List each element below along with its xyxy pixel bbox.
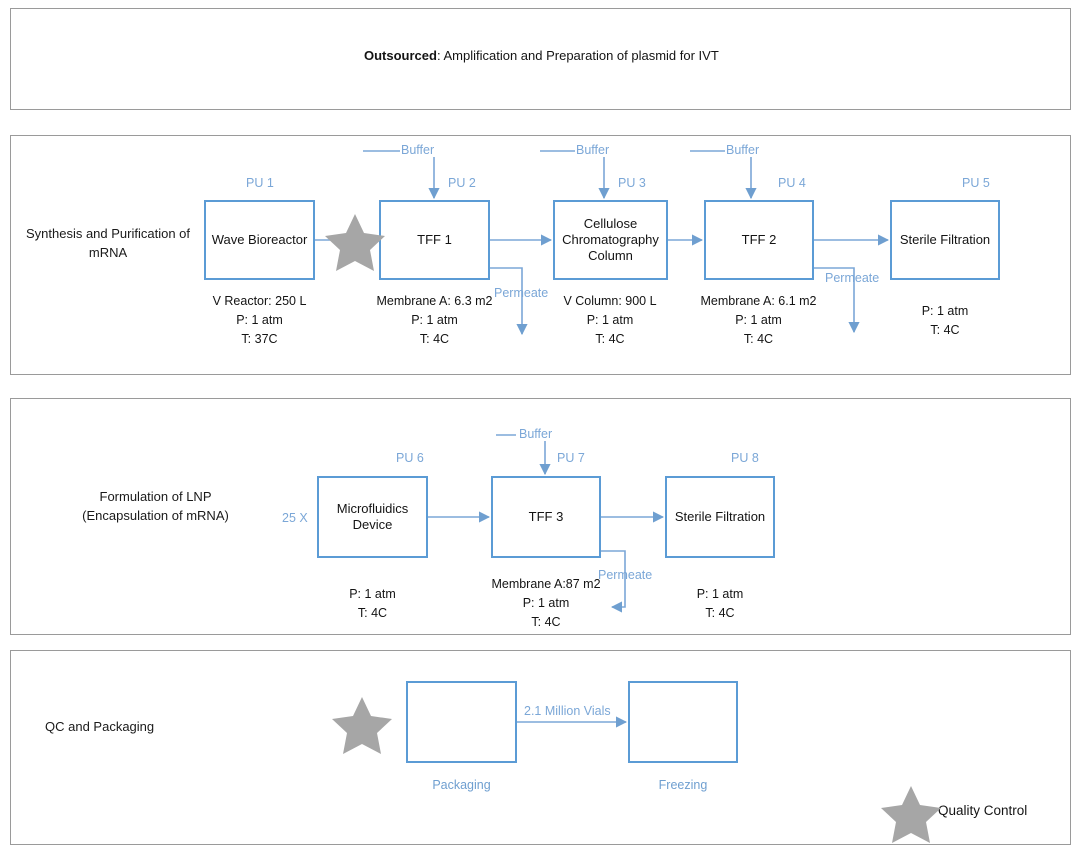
section-label-qc-packaging: QC and Packaging xyxy=(45,718,245,737)
outsourced-banner-text: Outsourced: Amplification and Preparatio… xyxy=(364,48,719,63)
pu-specs-1: V Reactor: 250 L P: 1 atm T: 37C xyxy=(204,292,315,348)
pu-specs-4-line2: P: 1 atm xyxy=(735,312,782,327)
pu-specs-2-line1: Membrane A: 6.3 m2 xyxy=(376,294,493,308)
section-label-synthesis: Synthesis and Purification of mRNA xyxy=(18,225,198,263)
permeate-label-2: Permeate xyxy=(825,271,880,285)
outsourced-label: Outsourced xyxy=(364,48,437,63)
pu-specs-7-line3: T: 4C xyxy=(531,614,561,629)
pu-box-tff-1-label: TFF 1 xyxy=(417,231,452,247)
pu-specs-4-line3: T: 4C xyxy=(743,331,774,346)
permeate-label-1: Permeate xyxy=(494,286,549,300)
pu-box-packaging[interactable] xyxy=(406,681,517,763)
pu-specs-2-line3: T: 4C xyxy=(419,331,450,346)
pu-specs-3-line3: T: 4C xyxy=(595,331,625,346)
section-label-formulation-line1: Formulation of LNP xyxy=(99,489,212,504)
pu-tag-4: PU 4 xyxy=(778,176,806,190)
pu-box-freezing[interactable] xyxy=(628,681,738,763)
pu-tag-5: PU 5 xyxy=(962,176,990,190)
pu-box-microfluidics-device[interactable]: Microfluidics Device xyxy=(317,476,428,558)
pu-tag-1: PU 1 xyxy=(246,176,274,190)
outsourced-description: : Amplification and Preparation of plasm… xyxy=(436,48,719,63)
pu-specs-3-line2: P: 1 atm xyxy=(586,312,634,327)
pu-specs-8-line1: P: 1 atm xyxy=(696,587,744,601)
pu-box-microfluidics-line2: Device xyxy=(352,517,393,532)
section-label-formulation: Formulation of LNP (Encapsulation of mRN… xyxy=(48,488,263,526)
pu-box-sterile-filtration-1-label: Sterile Filtration xyxy=(899,231,991,247)
pu-tag-7: PU 7 xyxy=(557,451,585,465)
box-caption-packaging: Packaging xyxy=(432,778,491,792)
pu-box-tff-3[interactable]: TFF 3 xyxy=(491,476,601,558)
permeate-label-3: Permeate xyxy=(598,568,653,582)
pu-box-cellulose-line1: Cellulose xyxy=(583,215,638,231)
pu-specs-7-line1: Membrane A:87 m2 xyxy=(491,577,601,591)
pu-specs-2: Membrane A: 6.3 m2 P: 1 atm T: 4C xyxy=(368,292,501,348)
pu-specs-7-line2: P: 1 atm xyxy=(522,595,570,610)
pu-specs-3: V Column: 900 L P: 1 atm T: 4C xyxy=(550,292,670,348)
panel-qc-packaging xyxy=(10,650,1071,845)
pu-specs-3-line1: V Column: 900 L xyxy=(563,294,657,308)
pu-specs-1-line2: P: 1 atm xyxy=(236,312,283,327)
section-label-qc-packaging-line1: QC and Packaging xyxy=(45,719,155,734)
pu-tag-3: PU 3 xyxy=(618,176,646,190)
stream-label-vials: 2.1 Million Vials xyxy=(524,704,611,718)
buffer-label-4: Buffer xyxy=(519,427,553,441)
section-label-synthesis-line2: mRNA xyxy=(88,244,128,260)
pu-specs-5-line2: T: 4C xyxy=(930,322,960,337)
pu-specs-4: Membrane A: 6.1 m2 P: 1 atm T: 4C xyxy=(692,292,825,348)
buffer-label-3: Buffer xyxy=(726,143,760,157)
pu-tag-8: PU 8 xyxy=(731,451,759,465)
pu-box-microfluidics-line1: Microfluidics xyxy=(336,500,409,516)
pu-box-sterile-filtration-2[interactable]: Sterile Filtration xyxy=(665,476,775,558)
pu-box-tff-2[interactable]: TFF 2 xyxy=(704,200,814,280)
pu-specs-8: P: 1 atm T: 4C xyxy=(665,585,775,623)
pu-box-sterile-filtration-1[interactable]: Sterile Filtration xyxy=(890,200,1000,280)
buffer-label-2: Buffer xyxy=(576,143,610,157)
batch-multiplier-label: 25 X xyxy=(282,511,308,525)
legend-quality-control-label: Quality Control xyxy=(938,803,1028,818)
pu-specs-4-line1: Membrane A: 6.1 m2 xyxy=(700,294,817,308)
pu-tag-6: PU 6 xyxy=(396,451,424,465)
pu-specs-5-line1: P: 1 atm xyxy=(921,304,969,318)
pu-specs-2-line2: P: 1 atm xyxy=(411,312,458,327)
pu-box-sterile-filtration-2-label: Sterile Filtration xyxy=(674,508,766,524)
pu-tag-2: PU 2 xyxy=(448,176,476,190)
pu-box-tff-3-label: TFF 3 xyxy=(528,508,564,524)
pu-specs-1-line3: T: 37C xyxy=(241,331,278,346)
pu-box-wave-bioreactor[interactable]: Wave Bioreactor xyxy=(204,200,315,280)
pu-box-cellulose-chromatography-column[interactable]: Cellulose Chromatography Column xyxy=(553,200,668,280)
pu-box-cellulose-line3: Column xyxy=(588,248,633,264)
section-label-synthesis-line1: Synthesis and Purification of xyxy=(25,226,191,241)
pu-specs-6: P: 1 atm T: 4C xyxy=(317,585,428,623)
pu-specs-1-line1: V Reactor: 250 L xyxy=(212,294,307,308)
pu-specs-6-line2: T: 4C xyxy=(357,605,388,620)
box-caption-freezing: Freezing xyxy=(658,778,708,792)
pu-box-tff-1[interactable]: TFF 1 xyxy=(379,200,490,280)
pu-specs-8-line2: T: 4C xyxy=(705,605,735,620)
pu-specs-7: Membrane A:87 m2 P: 1 atm T: 4C xyxy=(481,575,611,631)
pu-specs-6-line1: P: 1 atm xyxy=(349,587,396,601)
pu-box-tff-2-label: TFF 2 xyxy=(741,231,777,247)
pu-box-wave-bioreactor-label: Wave Bioreactor xyxy=(211,231,308,247)
buffer-label-1: Buffer xyxy=(401,143,435,157)
pu-box-cellulose-line2: Chromatography xyxy=(562,231,659,247)
section-label-formulation-line2: (Encapsulation of mRNA) xyxy=(82,507,229,523)
pu-specs-5: P: 1 atm T: 4C xyxy=(890,302,1000,340)
panel-outsourced xyxy=(10,8,1071,110)
